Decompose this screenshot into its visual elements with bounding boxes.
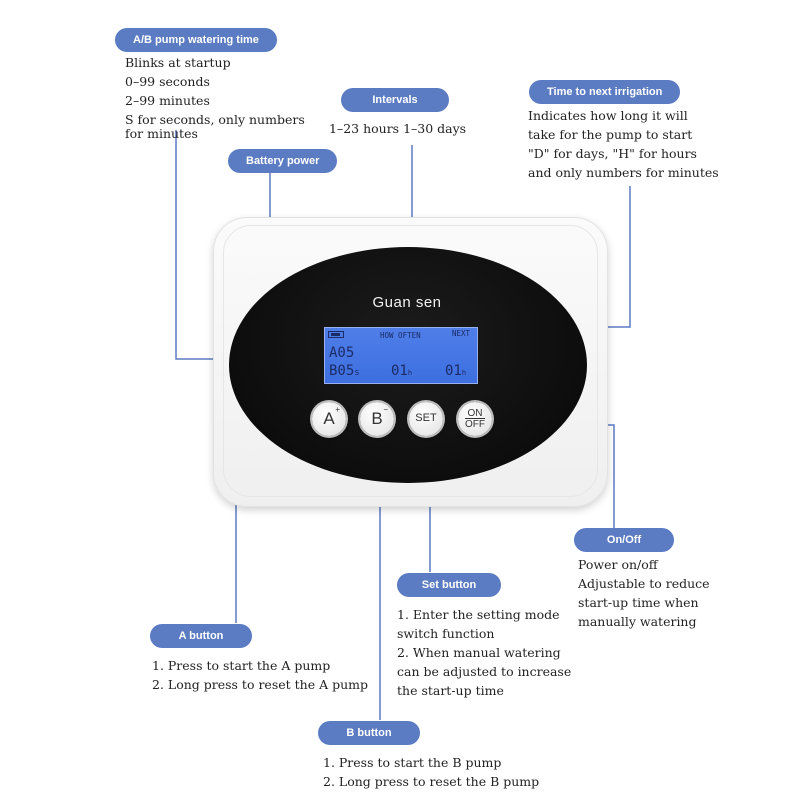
b-button-text: 1. Press to start the B pump 2. Long pre… — [323, 753, 539, 791]
off-label: OFF — [465, 419, 485, 430]
set-button-text: 1. Enter the setting mode switch functio… — [397, 605, 571, 700]
text-line: 2. Long press to reset the A pump — [152, 677, 368, 692]
text-line: 1. Press to start the A pump — [152, 658, 331, 673]
text-line: 0–99 seconds — [125, 74, 210, 89]
lcd-next-time: 01 — [445, 363, 462, 379]
on-off-label: On/Off — [574, 528, 674, 552]
text-line: S for seconds, only numbers — [125, 112, 305, 127]
lcd-next-time-unit: h — [461, 369, 467, 377]
b-button[interactable]: B − — [360, 402, 394, 436]
lcd-display: HOW OFTEN NEXT A05 B05s 01h 01h — [324, 327, 478, 384]
text-line: switch function — [397, 626, 495, 641]
minus-icon: − — [383, 405, 388, 414]
lcd-mode: HOW OFTEN — [380, 331, 421, 340]
b-button-callout: B button — [318, 721, 420, 745]
a-button-text: 1. Press to start the A pump 2. Long pre… — [152, 656, 368, 694]
ab-watering-time-text: Blinks at startup 0–99 seconds 2–99 minu… — [125, 53, 305, 143]
text-line: 1–23 hours 1–30 days — [329, 121, 467, 136]
ab-watering-time-label: A/B pump watering time — [115, 28, 277, 52]
b-button-label: B — [371, 409, 383, 428]
lcd-b-value: B05 — [329, 363, 355, 379]
lcd-interval: 01 — [391, 363, 408, 379]
text-line: 2. Long press to reset the B pump — [323, 774, 540, 789]
battery-icon — [328, 331, 344, 338]
text-line: Adjustable to reduce — [578, 576, 710, 591]
text-line: the start-up time — [397, 683, 504, 698]
text-line: Indicates how long it will — [528, 108, 688, 123]
text-line: can be adjusted to increase — [397, 664, 572, 679]
next-irrigation-label: Time to next irrigation — [529, 80, 681, 104]
set-button-callout: Set button — [397, 573, 501, 597]
a-button[interactable]: A + — [312, 402, 346, 436]
text-line: manually watering — [578, 614, 697, 629]
text-line: 2–99 minutes — [125, 93, 210, 108]
text-line: Power on/off — [578, 557, 658, 572]
plus-icon: + — [335, 405, 340, 414]
text-line: "D" for days, "H" for hours — [528, 146, 697, 161]
lcd-next-time-wrap: 01h — [445, 363, 466, 379]
text-line: for minutes — [125, 126, 198, 141]
brand-logo: Guan sen — [372, 294, 442, 311]
lcd-b-unit: s — [354, 368, 360, 378]
lcd-b-value-wrap: B05s — [329, 363, 360, 379]
lcd-a-value: A05 — [329, 345, 355, 361]
text-line: Blinks at startup — [125, 55, 231, 70]
lcd-top-row: HOW OFTEN NEXT — [328, 329, 474, 342]
text-line: 1. Enter the setting mode — [397, 607, 560, 622]
a-button-label: A — [323, 409, 335, 428]
intervals-text: 1–23 hours 1–30 days — [329, 119, 466, 138]
text-line: start-up time when — [578, 595, 699, 610]
lcd-interval-unit: h — [407, 369, 413, 377]
text-line: and only numbers for minutes — [528, 165, 719, 180]
set-button[interactable]: SET — [409, 402, 443, 436]
lcd-interval-wrap: 01h — [391, 363, 412, 379]
lcd-next: NEXT — [451, 329, 470, 338]
next-irrigation-text: Indicates how long it will take for the … — [528, 106, 719, 182]
set-button-label: SET — [415, 412, 437, 424]
intervals-label: Intervals — [341, 88, 449, 112]
text-line: 2. When manual watering — [397, 645, 561, 660]
a-button-callout: A button — [150, 624, 252, 648]
battery-power-label: Battery power — [228, 149, 338, 173]
on-off-text: Power on/off Adjustable to reduce start-… — [578, 555, 710, 631]
on-label: ON — [467, 408, 483, 419]
text-line: 1. Press to start the B pump — [323, 755, 502, 770]
on-off-button[interactable]: ON OFF — [458, 402, 492, 436]
text-line: take for the pump to start — [528, 127, 693, 142]
